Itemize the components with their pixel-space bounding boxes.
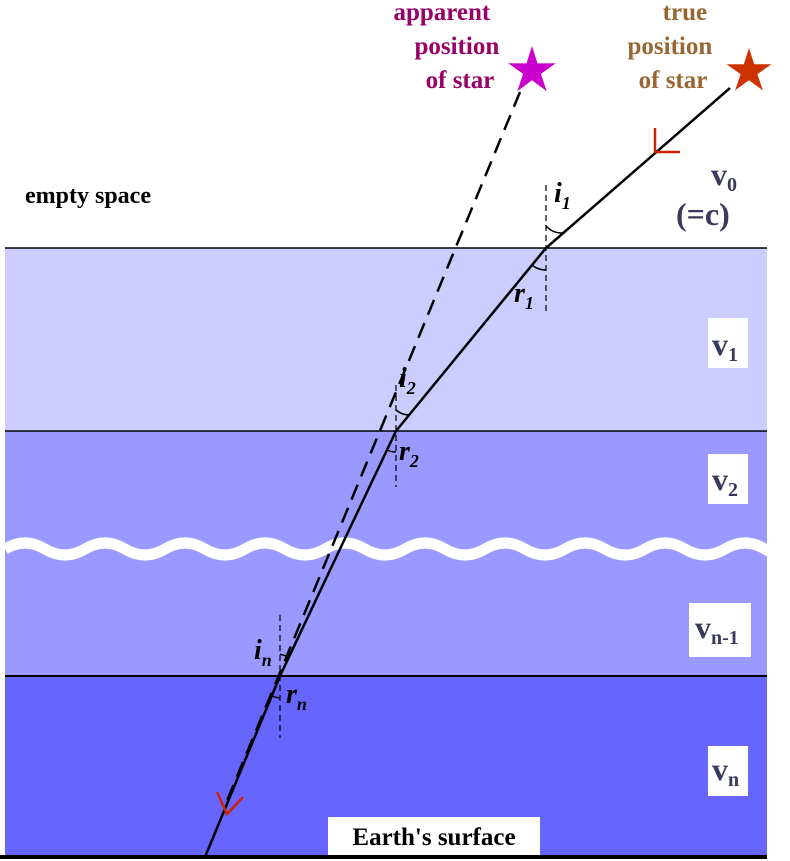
v2-label: v2 <box>712 461 738 501</box>
earth-surface-box <box>328 817 540 855</box>
v1-label: v1 <box>712 326 738 366</box>
vn-label: vn <box>712 751 739 791</box>
v0-label: v0 <box>711 156 737 196</box>
arc-i1 <box>545 225 564 234</box>
vn1-label: vn-1 <box>695 609 739 649</box>
apparent-label-line-3: of star <box>426 67 495 94</box>
apparent-star-icon <box>508 46 556 92</box>
true-label-line-2: position <box>627 33 712 60</box>
v2-box <box>708 454 748 504</box>
arc-rn <box>271 695 281 699</box>
vn-box <box>708 746 748 796</box>
angle-rn-label: rn <box>286 679 307 714</box>
angle-in-label: in <box>254 635 272 670</box>
angle-r2-label: r2 <box>399 436 419 471</box>
apparent-label: apparent position of star <box>393 0 505 94</box>
earth-surface-label: Earth's surface <box>352 824 515 851</box>
apparent-ray <box>222 91 522 809</box>
v1-box <box>708 318 748 368</box>
layer-1 <box>5 248 767 431</box>
layer-n-minus-1 <box>5 549 767 676</box>
arc-r2 <box>386 449 397 453</box>
angle-r1-label: r1 <box>514 278 534 313</box>
apparent-label-line-2: position <box>414 33 499 60</box>
angle-i2-label: i2 <box>399 363 416 398</box>
v0-equals-c: (=c) <box>676 196 730 232</box>
vn1-box <box>689 603 751 657</box>
true-label-line-1: true <box>663 0 707 26</box>
true-ray <box>203 87 731 858</box>
apparent-label-line-1: apparent <box>393 0 490 26</box>
true-label: true position of star <box>627 0 718 94</box>
arc-i2 <box>395 409 410 416</box>
arc-in <box>279 653 290 657</box>
angle-i1-label: i1 <box>554 178 571 213</box>
true-star-icon <box>726 48 772 91</box>
arc-r1 <box>531 264 547 271</box>
layer-2 <box>5 431 767 549</box>
arrow-top-icon <box>653 128 680 154</box>
arrow-bottom-icon <box>215 791 244 817</box>
empty-space-label: empty space <box>25 183 151 209</box>
true-label-line-3: of star <box>639 67 708 94</box>
break-wave <box>2 537 790 561</box>
